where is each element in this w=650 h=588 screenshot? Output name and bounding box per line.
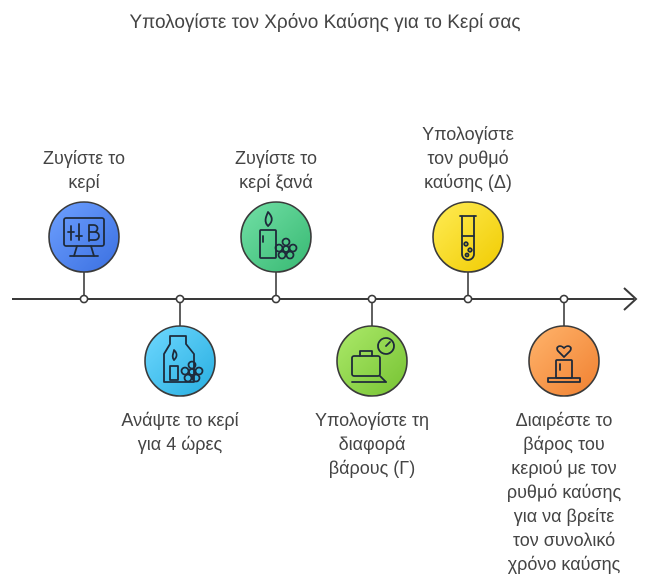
timeline-arrowhead	[623, 287, 638, 311]
step-label-3: Ζυγίστε το κερί ξανά	[235, 148, 317, 192]
step-label-1: Ζυγίστε το κερί	[43, 148, 125, 192]
step-circle-6	[528, 325, 600, 397]
step-circle-5	[432, 201, 504, 273]
heart-candle-icon	[547, 345, 581, 383]
test-tube-icon	[459, 215, 477, 261]
scale-display-icon	[63, 217, 105, 257]
lit-candle-vase-icon	[163, 335, 204, 383]
weighing-scale-icon	[351, 337, 395, 383]
timeline-dot-5	[463, 294, 473, 304]
timeline-dot-1	[79, 294, 89, 304]
candle-flower-icon	[259, 211, 298, 260]
timeline-dot-6	[559, 294, 569, 304]
step-circle-2	[144, 325, 216, 397]
step-label-4: Υπολογίστε τη διαφορά βάρους (Γ)	[315, 410, 429, 478]
timeline-dot-3	[271, 294, 281, 304]
diagram-title: Υπολογίστε τον Χρόνο Καύσης για το Κερί …	[129, 12, 521, 33]
step-label-6: Διαιρέστε το βάρος του κεριού με τον ρυθ…	[506, 410, 622, 574]
step-label-5: Υπολογίστε τον ρυθμό καύσης (Δ)	[422, 124, 514, 192]
step-circle-1	[48, 201, 120, 273]
timeline-dot-4	[367, 294, 377, 304]
timeline-dot-2	[175, 294, 185, 304]
step-circle-4	[336, 325, 408, 397]
step-label-2: Ανάψτε το κερί για 4 ώρες	[121, 410, 239, 454]
